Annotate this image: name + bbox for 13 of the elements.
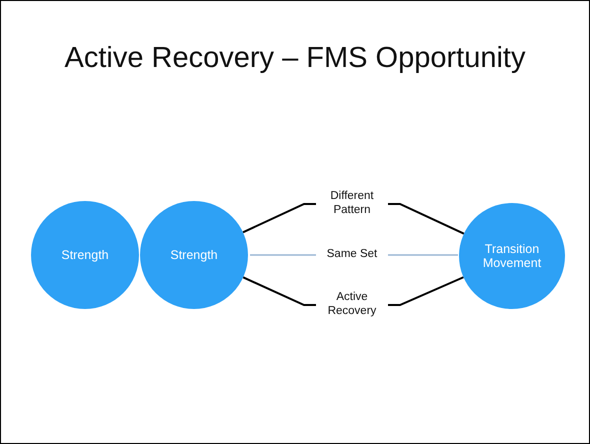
connector-line bbox=[388, 254, 458, 256]
connector-line bbox=[388, 276, 464, 306]
circle-node: Strength bbox=[31, 201, 139, 309]
circle-node: Transition Movement bbox=[459, 203, 565, 309]
option-label: Active Recovery bbox=[318, 289, 386, 321]
title: Active Recovery – FMS Opportunity bbox=[64, 42, 526, 75]
option-label: Different Pattern bbox=[318, 189, 386, 219]
connector-line bbox=[250, 254, 316, 256]
circle-node: Strength bbox=[140, 201, 248, 309]
connector-line bbox=[388, 203, 464, 235]
connector-line bbox=[242, 276, 316, 306]
connector-line bbox=[242, 203, 316, 234]
option-label: Same Set bbox=[318, 246, 386, 264]
